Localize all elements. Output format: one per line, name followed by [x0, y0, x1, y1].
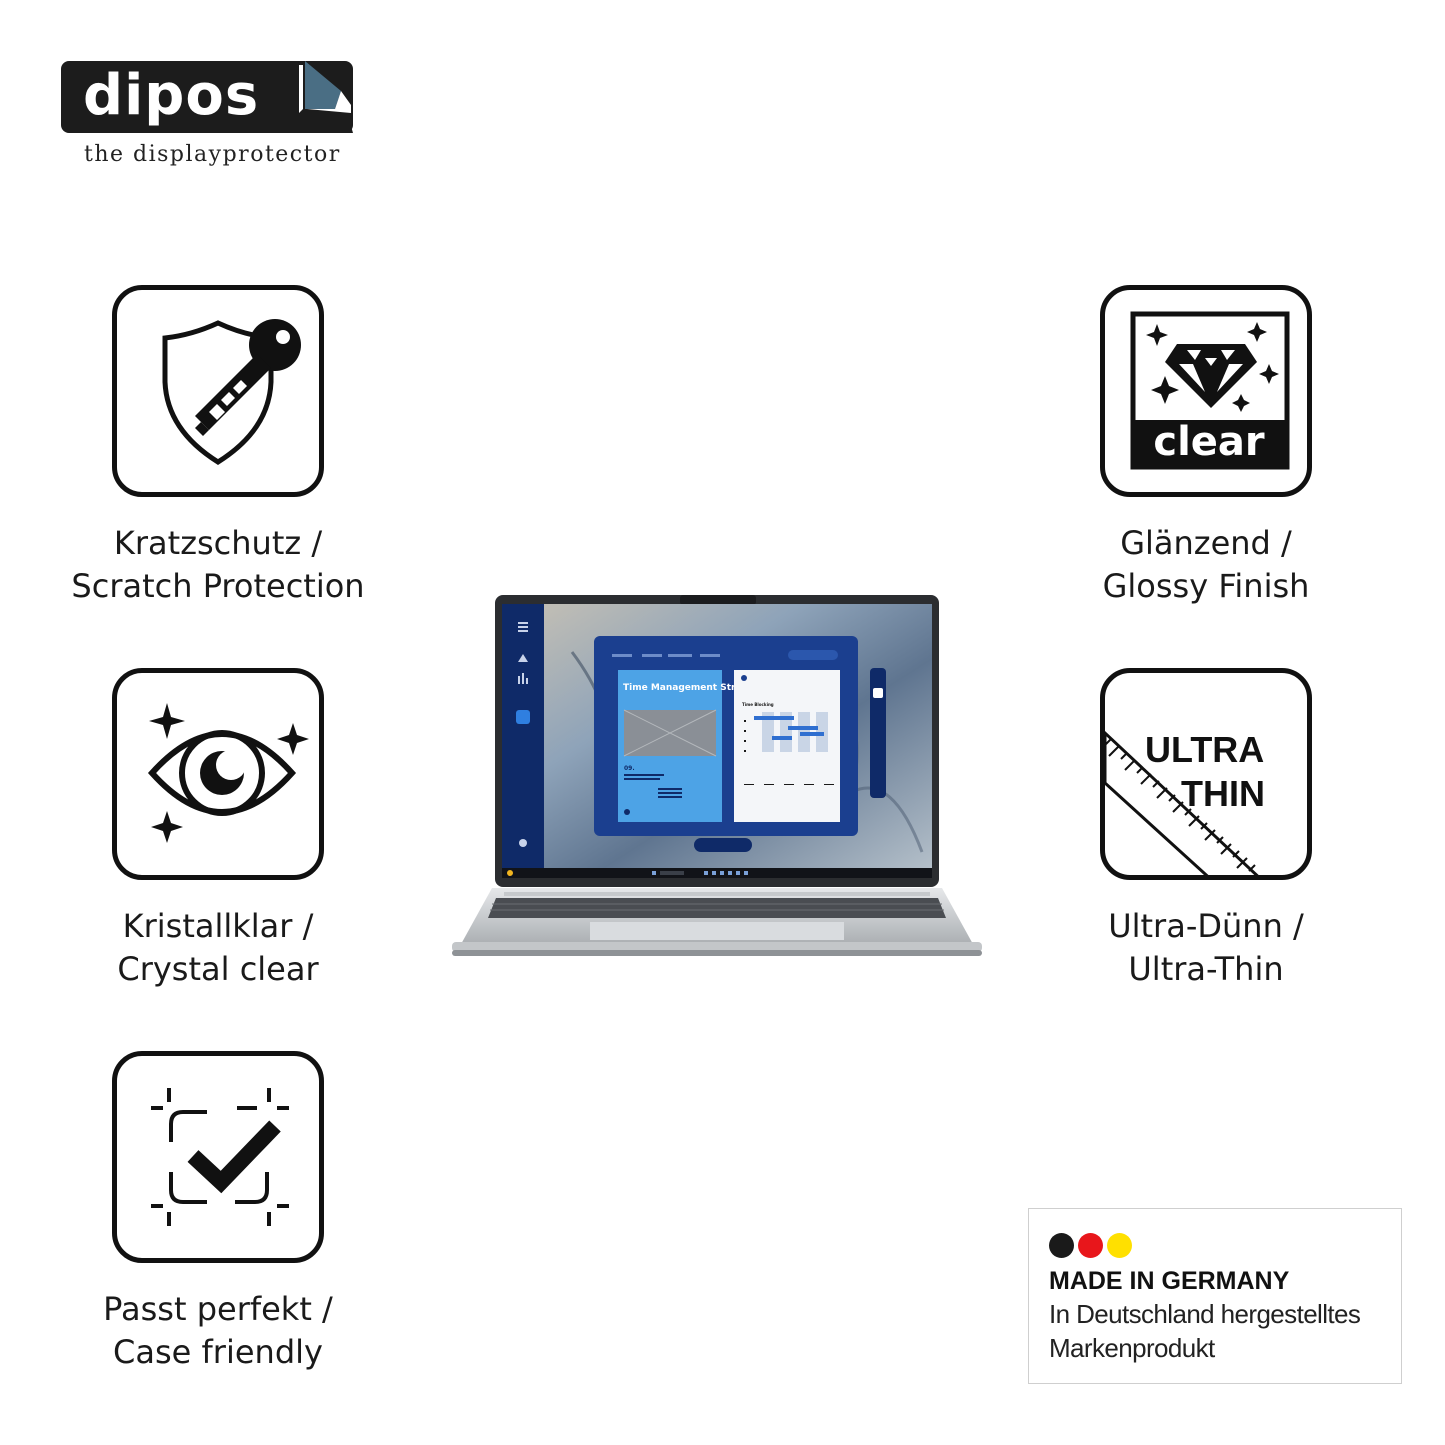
- caption-line-de: Glänzend /: [1120, 524, 1292, 562]
- caption-line-de: Ultra-Dünn /: [1108, 907, 1304, 945]
- slide-number-text: 09.: [624, 765, 635, 772]
- brand-tagline: the displayprotector: [84, 142, 341, 167]
- flag-dot-gold: [1107, 1233, 1132, 1258]
- logo-peel-icon: [299, 61, 353, 133]
- eye-icon: [147, 703, 309, 843]
- feature-caption-glossy: Glänzend / Glossy Finish: [1028, 522, 1384, 608]
- ultra-thin-icon: [1105, 730, 1259, 875]
- flag-dot-red: [1078, 1233, 1103, 1258]
- caption-line-en: Ultra-Thin: [1128, 950, 1284, 988]
- flag-dot-black: [1049, 1233, 1074, 1258]
- diamond-clear-icon: [1130, 311, 1290, 470]
- chart-title-text: Time Blocking: [742, 702, 774, 707]
- shield-key-icon: [162, 319, 301, 465]
- feature-tile-glossy: clear: [1100, 285, 1312, 497]
- laptop-product-image: Time Management Strategies 09. Time Bloc…: [452, 592, 982, 964]
- slide-title-text: Time Management Strategies: [623, 683, 773, 693]
- feature-caption-crystal: Kristallklar / Crystal clear: [40, 905, 396, 991]
- feature-caption-fit: Passt perfekt / Case friendly: [40, 1288, 396, 1374]
- ultra-badge-line2: THIN: [1181, 773, 1265, 814]
- caption-line-de: Kratzschutz /: [113, 524, 323, 562]
- ultra-badge-line1: ULTRA: [1145, 729, 1265, 770]
- caption-line-en: Glossy Finish: [1102, 567, 1310, 605]
- feature-tile-fit: [112, 1051, 324, 1263]
- feature-caption-ultrathin: Ultra-Dünn / Ultra-Thin: [1028, 905, 1384, 991]
- caption-line-en: Case friendly: [113, 1333, 323, 1371]
- feature-tile-ultrathin: ULTRA THIN: [1100, 668, 1312, 880]
- brand-logo: dipos: [61, 61, 353, 133]
- made-in-germany-line1: In Deutschland hergestelltes: [1049, 1299, 1361, 1329]
- made-in-germany-badge: MADE IN GERMANY In Deutschland hergestel…: [1028, 1208, 1402, 1384]
- laptop-illustration: Time Management Strategies 09. Time Bloc…: [452, 595, 982, 956]
- fit-check-icon: [151, 1088, 289, 1226]
- feature-tile-scratch: [112, 285, 324, 497]
- caption-line-de: Kristallklar /: [122, 907, 314, 945]
- logo-wordmark: dipos: [83, 63, 260, 128]
- feature-caption-scratch: Kratzschutz / Scratch Protection: [40, 522, 396, 608]
- made-in-germany-line2: Markenprodukt: [1049, 1333, 1215, 1363]
- caption-line-de: Passt perfekt /: [103, 1290, 333, 1328]
- caption-line-en: Crystal clear: [117, 950, 319, 988]
- made-in-germany-title: MADE IN GERMANY: [1049, 1267, 1290, 1295]
- feature-tile-crystal: [112, 668, 324, 880]
- caption-line-en: Scratch Protection: [71, 567, 365, 605]
- clear-badge-text: clear: [1153, 419, 1265, 465]
